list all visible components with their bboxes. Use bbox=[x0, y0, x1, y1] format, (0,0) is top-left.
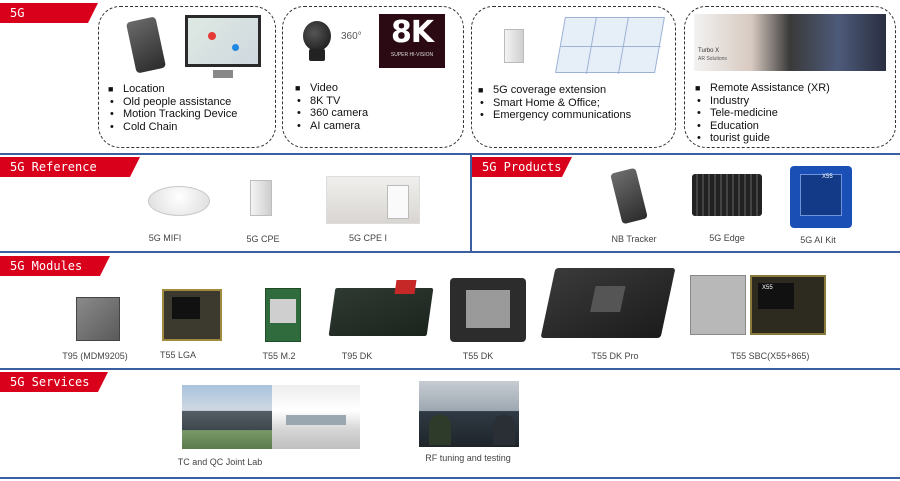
solution-card-video: 360° 8K SUPER HI-VISION bbox=[282, 6, 464, 148]
t55-dk-pro-image bbox=[540, 268, 676, 338]
module-caption: T55 M.2 bbox=[262, 351, 296, 361]
mifi-image bbox=[148, 186, 210, 216]
xr-photo-image: Turbo X AR Solutions bbox=[694, 14, 886, 71]
module-caption: T55 SBC(X55+865) bbox=[730, 351, 810, 361]
edge-device-image bbox=[692, 174, 762, 216]
solution-list-xr: Remote Assistance (XR) Industry Tele-med… bbox=[694, 82, 830, 145]
list-item: AI camera bbox=[294, 120, 368, 133]
list-item: 8K TV bbox=[294, 95, 368, 108]
product-caption: 5G Edge bbox=[709, 233, 745, 243]
list-item: Location bbox=[107, 83, 237, 96]
ref-caption: 5G CPE bbox=[246, 234, 280, 244]
section-banner-products: 5G Products bbox=[472, 157, 572, 177]
solution-card-coverage bbox=[471, 6, 676, 148]
list-item: 360 camera bbox=[294, 107, 368, 120]
divider bbox=[0, 153, 900, 155]
divider bbox=[0, 477, 900, 479]
monitor-map-image bbox=[185, 15, 261, 67]
module-caption: T95 (MDM9205) bbox=[62, 351, 128, 361]
list-item: 5G coverage extension bbox=[477, 84, 631, 97]
divider bbox=[0, 251, 900, 253]
service-caption: TC and QC Joint Lab bbox=[177, 457, 263, 467]
list-item: Old people assistance bbox=[107, 96, 237, 109]
list-item: Tele-medicine bbox=[694, 107, 830, 120]
tracker-device-image bbox=[125, 16, 167, 74]
8k-tv-image: 8K SUPER HI-VISION bbox=[379, 14, 445, 68]
joint-lab-interior-image bbox=[272, 385, 360, 449]
badge-360: 360° bbox=[341, 31, 362, 42]
t55-dk-image bbox=[450, 278, 526, 342]
section-banner-services: 5G Services bbox=[0, 372, 108, 392]
module-caption: T55 LGA bbox=[159, 350, 197, 360]
section-banner-reference-designs: 5G Reference Designs bbox=[0, 157, 140, 194]
list-item: Video bbox=[294, 82, 368, 95]
joint-lab-building-image bbox=[182, 385, 272, 449]
list-item: tourist guide bbox=[694, 132, 830, 145]
section-banner-modules: 5G Modules bbox=[0, 256, 110, 276]
nb-tracker-image bbox=[610, 167, 648, 225]
solution-card-xr: Turbo X AR Solutions bbox=[684, 6, 896, 148]
product-caption: NB Tracker bbox=[611, 234, 657, 244]
solution-list-location: Location Old people assistance Motion Tr… bbox=[107, 83, 237, 133]
product-caption: 5G AI Kit bbox=[800, 235, 836, 245]
monitor-stand bbox=[213, 70, 233, 78]
divider bbox=[0, 368, 900, 370]
cpe-room-image bbox=[326, 176, 420, 224]
t55-m2-image bbox=[265, 288, 301, 342]
list-item: Remote Assistance (XR) bbox=[694, 82, 830, 95]
list-item: Smart Home & Office; bbox=[477, 97, 631, 110]
360-camera-image bbox=[303, 21, 331, 51]
floor-plan-image bbox=[555, 17, 665, 74]
t55-sbc-image bbox=[690, 275, 746, 335]
list-item: Education bbox=[694, 120, 830, 133]
cpe-device-image bbox=[504, 29, 524, 63]
t95-dk-image bbox=[328, 280, 434, 336]
t55-lga-image bbox=[162, 289, 222, 341]
360-camera-base bbox=[309, 49, 325, 61]
list-item: Industry bbox=[694, 95, 830, 108]
ref-caption: 5G CPE I bbox=[348, 233, 388, 243]
solution-list-coverage: 5G coverage extension Smart Home & Offic… bbox=[477, 84, 631, 122]
t55-sbc-chip-image: X55 bbox=[750, 275, 826, 335]
module-caption: T55 DK Pro bbox=[591, 351, 639, 361]
t95-module-image bbox=[76, 297, 120, 341]
solution-card-location bbox=[98, 6, 276, 148]
solution-list-video: Video 8K TV 360 camera AI camera bbox=[294, 82, 368, 132]
divider bbox=[470, 155, 472, 251]
list-item: Cold Chain bbox=[107, 121, 237, 134]
rf-testing-image bbox=[419, 381, 519, 447]
list-item: Emergency communications bbox=[477, 109, 631, 122]
list-item: Motion Tracking Device bbox=[107, 108, 237, 121]
ref-caption: 5G MIFI bbox=[148, 233, 182, 243]
module-caption: T55 DK bbox=[462, 351, 494, 361]
section-banner-solutions: 5G Solutions bbox=[0, 3, 98, 40]
cpe-image bbox=[250, 180, 272, 216]
module-caption: T95 DK bbox=[341, 351, 373, 361]
service-caption: RF tuning and testing bbox=[425, 453, 511, 463]
ai-kit-image: X55 bbox=[790, 166, 852, 228]
